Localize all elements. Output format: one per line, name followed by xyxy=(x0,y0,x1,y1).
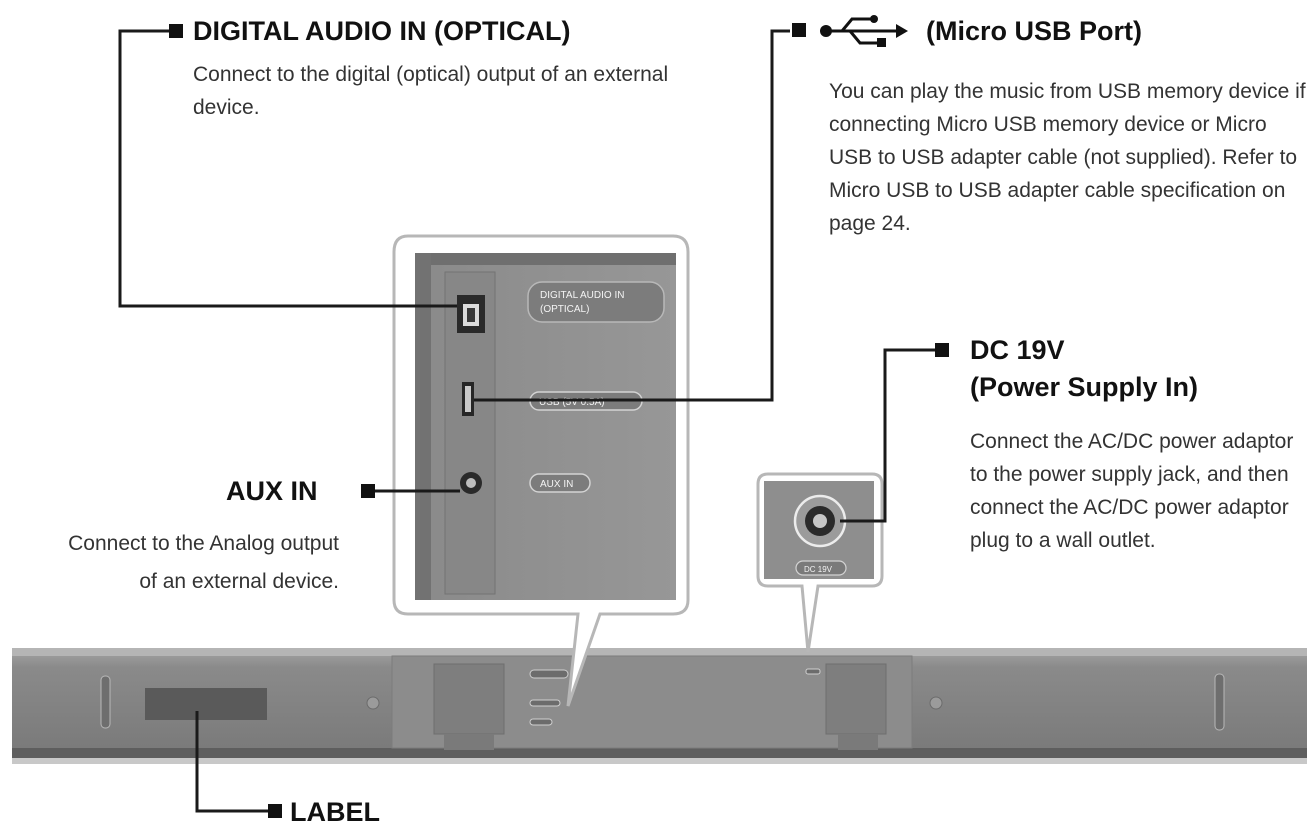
aux-marker xyxy=(361,484,375,498)
dc-zoom-panel: DC 19V xyxy=(756,472,884,653)
optical-marker xyxy=(169,24,183,38)
foot-right-base xyxy=(838,734,878,750)
bar-port-label-1 xyxy=(529,669,569,679)
right-slot xyxy=(1214,673,1225,731)
dc-title-line1: DC 19V xyxy=(970,335,1065,365)
usb-description: You can play the music from USB memory d… xyxy=(829,80,1306,235)
soundbar-bottom-edge xyxy=(12,748,1307,758)
dc-description: Connect the AC/DC power adaptor to the p… xyxy=(970,430,1294,552)
optical-panel-label-pill xyxy=(527,281,665,323)
usb-panel-label: USB (5V 0.5A) xyxy=(539,397,605,408)
label-plate xyxy=(145,688,267,720)
dc-marker xyxy=(935,343,949,357)
left-slot xyxy=(100,675,111,729)
dc-panel-label: DC 19V xyxy=(804,565,833,574)
screw-right xyxy=(929,696,943,710)
dc-jack-pin xyxy=(813,514,827,528)
soundbar xyxy=(12,648,1307,764)
screw-left xyxy=(366,696,380,710)
optical-port-core xyxy=(467,308,475,322)
micro-usb-port-inner xyxy=(465,386,471,412)
aux-panel-label-pill xyxy=(529,473,591,493)
aux-description-line2: of an external device. xyxy=(139,570,339,593)
aux-title: AUX IN xyxy=(226,476,318,506)
aux-panel-label: AUX IN xyxy=(540,479,573,490)
optical-title: DIGITAL AUDIO IN (OPTICAL) xyxy=(193,16,571,46)
bar-port-label-2 xyxy=(529,699,561,707)
soundbar-shadow xyxy=(12,758,1307,764)
dc-title-line2: (Power Supply In) xyxy=(970,372,1199,402)
zoom-panel-left-shade xyxy=(415,253,431,600)
label-marker xyxy=(268,804,282,818)
usb-icon xyxy=(820,15,908,47)
aux-port-inner xyxy=(466,478,476,488)
soundbar-top-edge xyxy=(12,648,1307,658)
zoom-panel-top-shade xyxy=(415,253,676,265)
foot-left xyxy=(433,663,505,735)
leader-markers xyxy=(169,23,949,818)
dc-panel-label-pill xyxy=(795,560,847,576)
optical-panel-label-line1: DIGITAL AUDIO IN xyxy=(540,290,624,301)
aux-description-line1: Connect to the Analog output xyxy=(68,532,339,555)
label-leader-line xyxy=(195,711,268,813)
foot-left-base xyxy=(444,734,494,750)
usb-marker xyxy=(792,23,806,37)
leader-lines xyxy=(118,29,936,813)
bar-port-label-dc xyxy=(805,668,821,675)
foot-right xyxy=(825,663,887,735)
optical-description: Connect to the digital (optical) output … xyxy=(193,63,669,119)
bar-port-label-3 xyxy=(529,718,553,726)
usb-leader-line xyxy=(474,29,790,402)
optical-panel-label-line2: (OPTICAL) xyxy=(540,304,589,315)
label-title: LABEL xyxy=(290,797,380,827)
optical-leader-line xyxy=(118,29,457,308)
usb-title: (Micro USB Port) xyxy=(926,16,1142,46)
dc-leader-line xyxy=(840,348,936,523)
zoom-panel: DIGITAL AUDIO IN (OPTICAL) USB (5V 0.5A)… xyxy=(392,234,690,707)
